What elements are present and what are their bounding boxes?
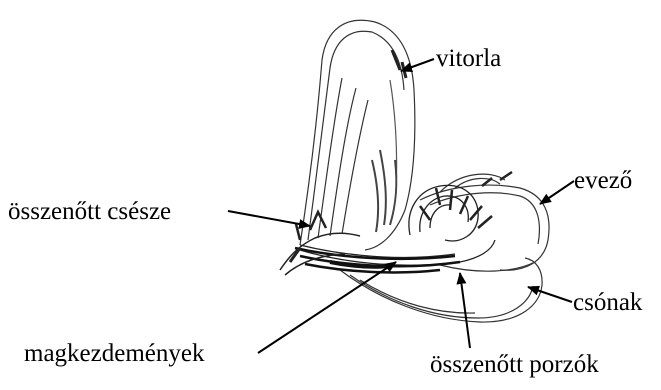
arrow-vitorla xyxy=(401,59,434,71)
leader-lines xyxy=(228,59,574,353)
arrow-magkezdemenyek xyxy=(258,262,396,353)
label-osszenott-porzok: összenőtt porzók xyxy=(430,352,599,377)
label-osszenott-csesze: összenőtt csésze xyxy=(8,199,171,224)
arrow-porzok xyxy=(460,273,470,348)
label-evezo: evező xyxy=(574,168,632,193)
label-vitorla: vitorla xyxy=(436,46,501,71)
arrow-csesze xyxy=(228,211,310,226)
stamen-tube xyxy=(300,172,512,265)
label-magkezdemenyek: magkezdemények xyxy=(24,341,204,366)
arrow-csonak xyxy=(528,287,572,302)
ovary xyxy=(295,248,460,272)
label-csonak: csónak xyxy=(573,290,642,315)
arrow-evezo xyxy=(540,181,574,204)
